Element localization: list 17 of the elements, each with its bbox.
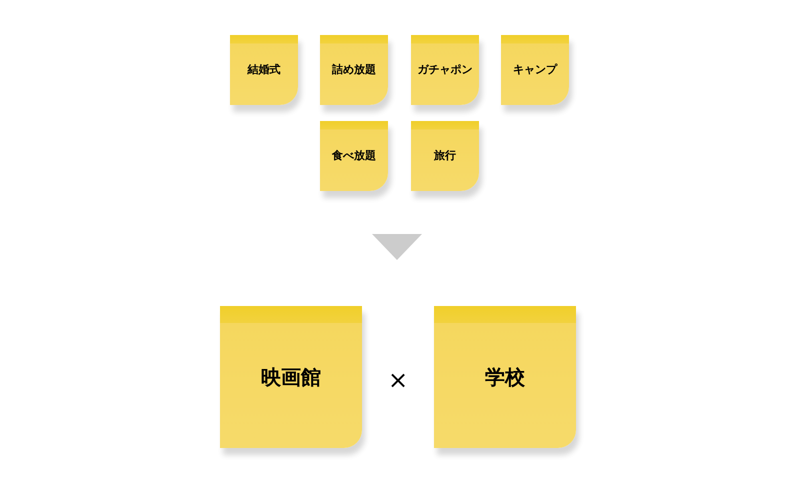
note-text: キャンプ [513,63,557,77]
sticky-note [411,121,479,191]
note-text: 食べ放題 [332,149,376,163]
note-text: ガチャポン [418,63,472,77]
note-text: 詰め放題 [332,63,376,77]
sticky-note [501,35,569,105]
sticky-note [434,306,576,448]
sticky-note [411,35,479,105]
sticky-note [230,35,298,105]
note-text: 学校 [485,364,525,390]
sticky-note [320,35,388,105]
sticky-note [220,306,362,448]
note-text: 結婚式 [248,63,280,77]
sticky-note [320,121,388,191]
note-text: 映画館 [261,364,321,390]
multiply-sign: × [386,368,410,392]
note-text: 旅行 [434,149,456,163]
